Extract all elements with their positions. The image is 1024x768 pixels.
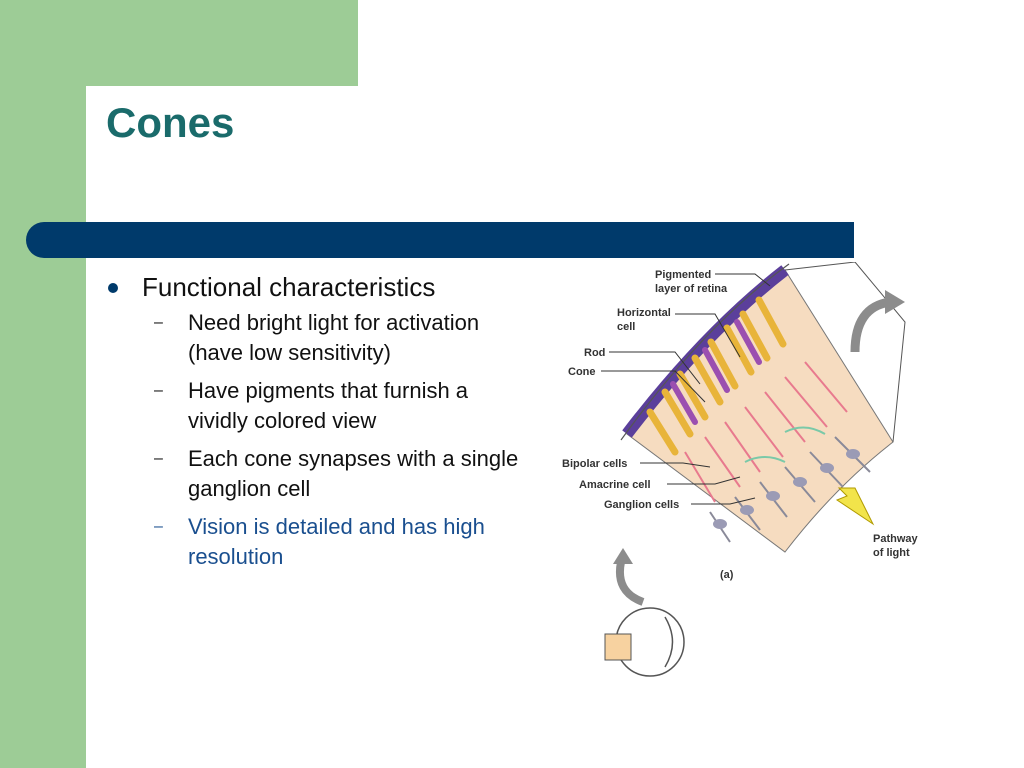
retina-frame [784,262,906,443]
label-pigmented: Pigmented [655,269,711,281]
sub-bullet: – Need bright light for activation (have … [154,308,524,368]
retina-diagram: Pigmented layer of retina Horizontal cel… [562,262,919,677]
label-pathway-2: of light [873,547,910,559]
sub-bullet-list: – Need bright light for activation (have … [154,308,524,572]
label-pigmented-2: layer of retina [655,283,728,295]
light-arrow-icon [835,487,875,526]
sub-bullet-text: Vision is detailed and has high resoluti… [188,514,485,569]
photoreceptor-layer [646,296,787,456]
label-cone: Cone [568,366,596,378]
dash-icon: – [154,450,163,467]
sub-bullet: – Each cone synapses with a single gangli… [154,444,524,504]
label-pathway: Pathway [873,533,919,545]
pigmented-layer [622,265,789,438]
leader-lines [601,273,771,505]
sub-bullet-text: Need bright light for activation (have l… [188,310,480,365]
label-rod: Rod [584,347,605,359]
title-divider-bar [26,222,854,258]
label-ganglion: Ganglion cells [604,499,679,511]
label-amacrine: Amacrine cell [579,479,651,491]
bullet-list: Functional characteristics – Need bright … [104,270,524,580]
retina-edge [620,263,790,441]
label-horizontal: Horizontal [617,307,671,319]
curved-arrow-icon [850,297,891,353]
label-bipolar: Bipolar cells [562,458,627,470]
green-left-band [0,0,86,768]
bullet-main-text: Functional characteristics [142,272,436,302]
dash-icon: – [154,314,163,331]
dash-icon: – [154,382,163,399]
bullet-main: Functional characteristics [104,270,524,304]
sub-bullet-text: Have pigments that furnish a vividly col… [188,378,469,433]
neuron-layer [684,361,871,543]
label-horizontal-2: cell [617,321,635,333]
dash-icon: – [154,518,163,535]
slide-title: Cones [106,99,235,146]
sub-bullet-text: Each cone synapses with a single ganglio… [188,446,519,501]
sub-bullet-highlight: – Vision is detailed and has high resolut… [154,512,524,572]
arrow-head-icon [885,290,905,314]
eye-icon [604,548,685,677]
sub-bullet: – Have pigments that furnish a vividly co… [154,376,524,436]
bullet-dot-icon [108,283,118,293]
label-panel: (a) [720,569,734,581]
